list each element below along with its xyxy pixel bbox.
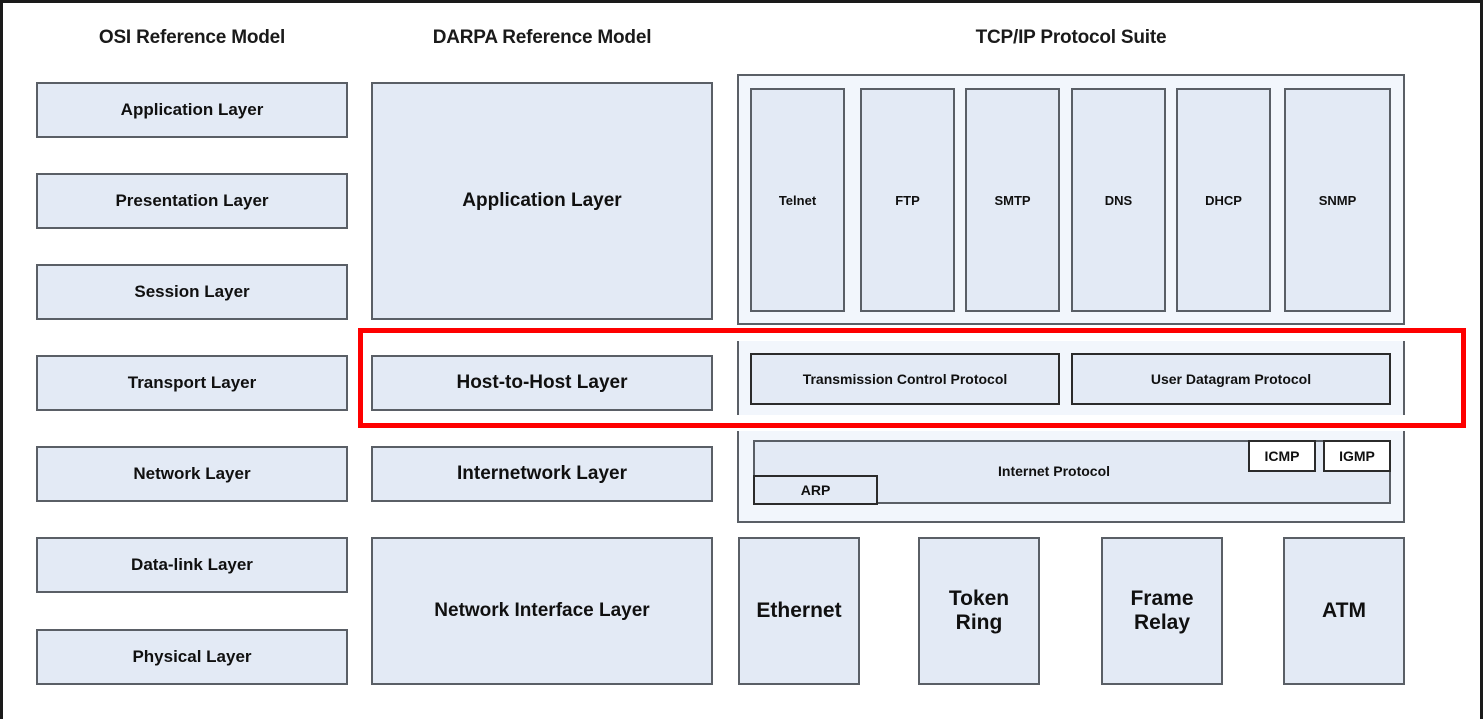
protocol-label: DHCP: [1205, 192, 1242, 208]
protocol-ip-label: Internet Protocol: [998, 463, 1111, 479]
protocol-label: ICMP: [1264, 448, 1300, 464]
link-technology-frame-relay[interactable]: Frame Relay: [1101, 537, 1223, 685]
osi-layer-label: Physical Layer: [132, 647, 252, 667]
darpa-layer-label: Application Layer: [462, 190, 622, 212]
link-technology-label: Frame Relay: [1130, 587, 1194, 634]
darpa-layer-host-to-host[interactable]: Host-to-Host Layer: [371, 355, 713, 411]
osi-layer-physical[interactable]: Physical Layer: [36, 629, 348, 685]
protocol-dhcp[interactable]: DHCP: [1176, 88, 1271, 312]
protocol-udp[interactable]: User Datagram Protocol: [1071, 353, 1391, 405]
darpa-layer-application[interactable]: Application Layer: [371, 82, 713, 320]
protocol-label: Transmission Control Protocol: [802, 371, 1008, 387]
column-header-tcpip: TCP/IP Protocol Suite: [975, 27, 1167, 48]
protocol-label: SMTP: [994, 192, 1031, 208]
protocol-smtp[interactable]: SMTP: [965, 88, 1060, 312]
protocol-label: IGMP: [1339, 448, 1375, 464]
protocol-telnet[interactable]: Telnet: [750, 88, 845, 312]
osi-layer-label: Transport Layer: [127, 373, 257, 393]
osi-layer-presentation[interactable]: Presentation Layer: [36, 173, 348, 229]
osi-layer-label: Presentation Layer: [115, 191, 269, 211]
osi-layer-session[interactable]: Session Layer: [36, 264, 348, 320]
darpa-layer-network-interface[interactable]: Network Interface Layer: [371, 537, 713, 685]
osi-layer-network[interactable]: Network Layer: [36, 446, 348, 502]
osi-layer-label: Application Layer: [120, 100, 264, 120]
protocol-label: DNS: [1104, 192, 1133, 208]
osi-layer-application[interactable]: Application Layer: [36, 82, 348, 138]
column-header-darpa: DARPA Reference Model: [432, 27, 652, 48]
protocol-label: FTP: [895, 192, 920, 208]
link-technology-ethernet[interactable]: Ethernet: [738, 537, 860, 685]
darpa-layer-label: Host-to-Host Layer: [456, 372, 628, 394]
link-technology-token-ring[interactable]: Token Ring: [918, 537, 1040, 685]
protocol-label: ARP: [800, 482, 831, 498]
protocol-label: User Datagram Protocol: [1150, 371, 1312, 387]
protocol-igmp[interactable]: IGMP: [1323, 440, 1391, 472]
osi-layer-label: Session Layer: [134, 282, 250, 302]
protocol-snmp[interactable]: SNMP: [1284, 88, 1391, 312]
osi-layer-data-link[interactable]: Data-link Layer: [36, 537, 348, 593]
osi-layer-transport[interactable]: Transport Layer: [36, 355, 348, 411]
darpa-layer-label: Network Interface Layer: [434, 600, 650, 622]
protocol-tcp[interactable]: Transmission Control Protocol: [750, 353, 1060, 405]
protocol-icmp[interactable]: ICMP: [1248, 440, 1316, 472]
protocol-arp[interactable]: ARP: [753, 475, 878, 505]
protocol-label: SNMP: [1318, 192, 1357, 208]
link-technology-label: ATM: [1322, 599, 1366, 623]
protocol-ftp[interactable]: FTP: [860, 88, 955, 312]
protocol-dns[interactable]: DNS: [1071, 88, 1166, 312]
osi-layer-label: Network Layer: [133, 464, 251, 484]
link-technology-label: Ethernet: [756, 599, 842, 623]
link-technology-label: Token Ring: [948, 587, 1010, 634]
darpa-layer-label: Internetwork Layer: [457, 463, 627, 485]
link-technology-atm[interactable]: ATM: [1283, 537, 1405, 685]
osi-layer-label: Data-link Layer: [131, 555, 253, 575]
darpa-layer-internetwork[interactable]: Internetwork Layer: [371, 446, 713, 502]
protocol-label: Telnet: [778, 192, 817, 208]
column-header-osi: OSI Reference Model: [98, 27, 286, 48]
